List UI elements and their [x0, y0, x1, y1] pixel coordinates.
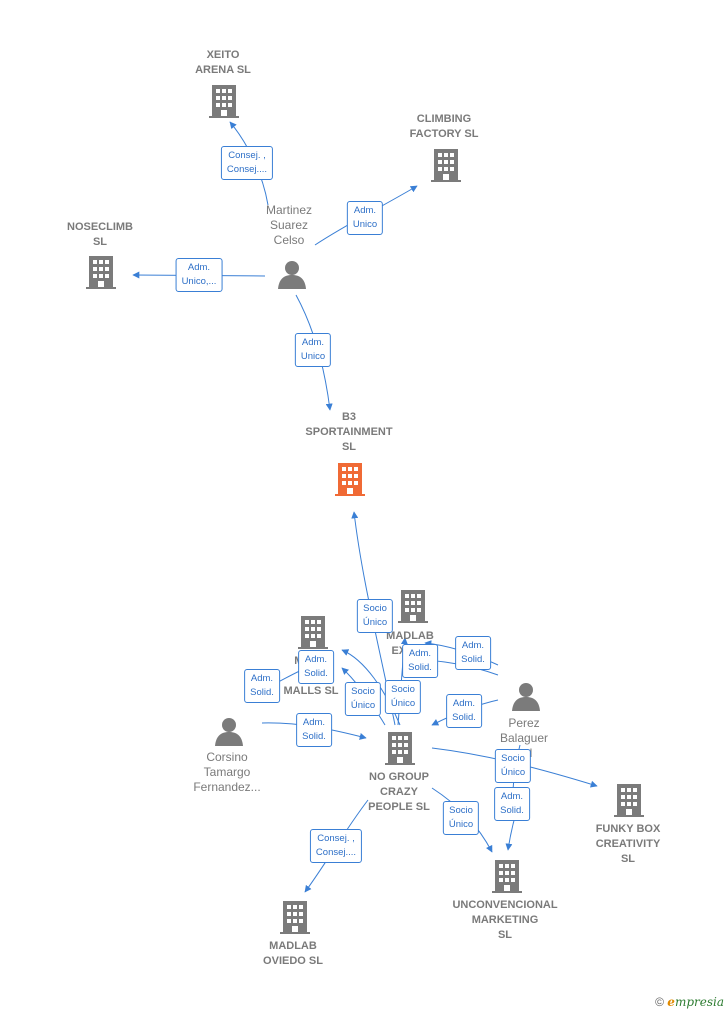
person-icon[interactable] [511, 681, 541, 711]
role-label[interactable]: Socio Único [344, 682, 382, 716]
copyright-notice: © empresia [655, 995, 724, 1009]
role-label[interactable]: Socio Único [494, 749, 532, 783]
building-icon[interactable] [279, 899, 311, 935]
edge-nogroup-malls-2 [341, 649, 401, 726]
node-noseclimb[interactable]: NOSECLIMB SL [67, 220, 133, 250]
node-label: UNCONVENCIONAL MARKETING SL [452, 899, 558, 941]
building-icon[interactable] [491, 858, 523, 894]
node-martinez-suarez-celso[interactable]: Martinez Suarez Celso [266, 203, 312, 248]
node-label: Martinez Suarez Celso [265, 203, 313, 247]
node-corsino-tamargo[interactable]: Corsino Tamargo Fernandez... [193, 750, 260, 795]
node-label: NO GROUP CRAZY PEOPLE SL [368, 771, 430, 813]
role-label[interactable]: Adm. Unico,... [175, 258, 223, 292]
role-label[interactable]: Consej. , Consej.... [309, 829, 363, 863]
building-icon[interactable] [613, 782, 645, 818]
node-climbing-factory[interactable]: CLIMBING FACTORY SL [410, 112, 479, 142]
node-funky-box-creativity[interactable]: FUNKY BOX CREATIVITY SL [596, 822, 661, 867]
role-label[interactable]: Adm. Solid. [402, 644, 438, 678]
person-icon[interactable] [277, 259, 307, 289]
role-label[interactable]: Adm. Unico [346, 201, 384, 235]
role-label[interactable]: Adm. Solid. [296, 713, 332, 747]
empresia-logo[interactable]: empresia [667, 995, 724, 1009]
node-label: FUNKY BOX CREATIVITY SL [595, 823, 661, 865]
role-label[interactable]: Socio Único [384, 680, 422, 714]
role-label[interactable]: Adm. Solid. [446, 694, 482, 728]
node-label: MADLAB OVIEDO SL [263, 940, 323, 967]
building-icon[interactable] [334, 461, 366, 497]
role-label[interactable]: Adm. Unico [294, 333, 332, 367]
person-icon[interactable] [214, 716, 244, 746]
role-label[interactable]: Adm. Solid. [244, 669, 280, 703]
node-label: Corsino Tamargo Fernandez... [193, 750, 261, 794]
role-label[interactable]: Socio Único [442, 801, 480, 835]
node-label: CLIMBING FACTORY SL [409, 113, 479, 140]
node-no-group-crazy-people[interactable]: NO GROUP CRAZY PEOPLE SL [368, 770, 430, 815]
role-label[interactable]: Adm. Solid. [455, 636, 491, 670]
building-icon[interactable] [430, 147, 462, 183]
node-xeito-arena[interactable]: XEITO ARENA SL [195, 48, 251, 78]
node-b3-sportainment[interactable]: B3 SPORTAINMENT SL [305, 410, 392, 455]
building-icon[interactable] [384, 730, 416, 766]
building-icon[interactable] [85, 254, 117, 290]
role-label[interactable]: Adm. Solid. [494, 787, 530, 821]
node-label: NOSECLIMB SL [67, 221, 133, 248]
node-label: XEITO ARENA SL [195, 49, 251, 76]
building-icon[interactable] [297, 614, 329, 650]
copyright-symbol: © [655, 995, 664, 1009]
node-unconvencional-marketing[interactable]: UNCONVENCIONAL MARKETING SL [452, 898, 557, 943]
role-label[interactable]: Adm. Solid. [298, 650, 334, 684]
role-label[interactable]: Socio Único [356, 599, 394, 633]
node-label: B3 SPORTAINMENT SL [305, 411, 393, 453]
role-label[interactable]: Consej. , Consej.... [220, 146, 274, 180]
building-icon[interactable] [397, 588, 429, 624]
node-madlab-oviedo[interactable]: MADLAB OVIEDO SL [263, 939, 323, 969]
building-icon[interactable] [208, 83, 240, 119]
